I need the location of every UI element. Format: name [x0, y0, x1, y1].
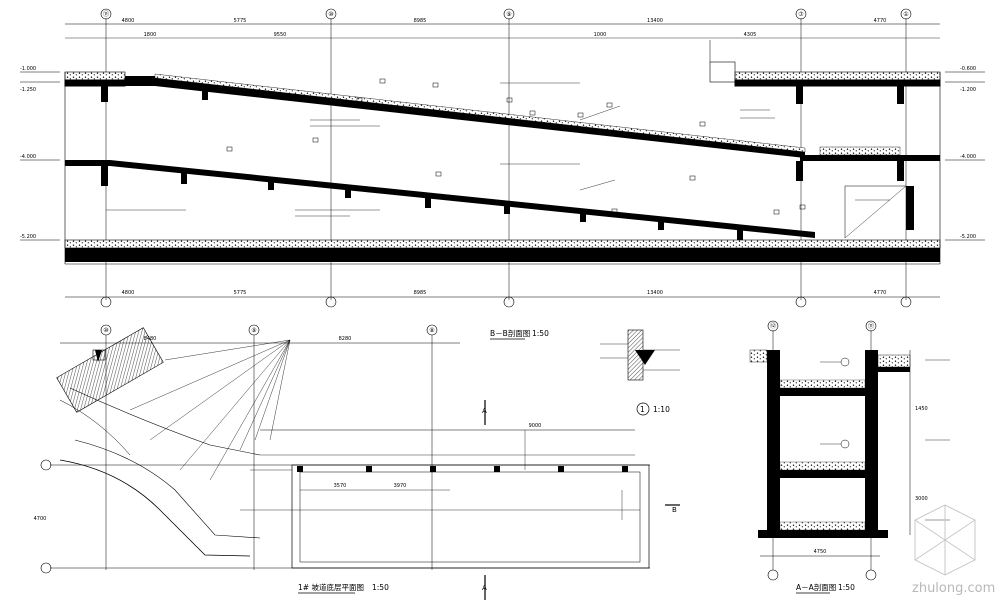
axis-label: ⑨ — [506, 11, 511, 18]
detail-1-title: 1 1:10 — [640, 405, 670, 414]
dimension-text: 8480 — [144, 336, 157, 342]
axis-label: ⑪ — [103, 10, 109, 18]
section-bb — [20, 8, 985, 308]
cut-mark-a: A — [482, 407, 487, 415]
axis-label: ⑧ — [429, 327, 434, 334]
dimension-text: 8985 — [414, 18, 427, 24]
level-label: -0.600 — [960, 66, 976, 72]
dimension-text: 13400 — [647, 290, 663, 296]
dimension-text: 4770 — [874, 18, 887, 24]
detail-1 — [600, 329, 680, 416]
detail-scale: 1:10 — [653, 405, 670, 414]
dimension-text: 4305 — [744, 32, 757, 38]
watermark-logo-icon — [914, 504, 976, 576]
detail-number: 1 — [640, 405, 645, 414]
level-label: -1.000 — [20, 66, 36, 72]
watermark: zhulong.com — [912, 504, 995, 596]
level-label: -4.000 — [20, 154, 36, 160]
dimension-text: 4750 — [814, 549, 827, 555]
dimension-text: 1000 — [594, 32, 607, 38]
dimension-text: 8985 — [414, 290, 427, 296]
section-bb-levels: -1.000 -1.250 -4.000 -5.200 -0.600 -1.20… — [20, 66, 976, 240]
level-label: -5.200 — [960, 234, 976, 240]
watermark-text: zhulong.com — [912, 581, 995, 596]
axis-label: ⑫ — [770, 322, 776, 330]
cut-mark-a-bottom: A — [482, 584, 487, 592]
plan-labels: ⑩ ⑨ ⑧ 8480 8280 3570 3970 9000 4700 A A … — [34, 327, 677, 592]
section-aa-labels: ⑫ ⑪ 4750 1450 3000 A－A剖面图 1:50 — [770, 322, 928, 594]
plan-view — [40, 324, 680, 600]
level-label: -1.250 — [20, 87, 36, 93]
plan-title: 1# 坡道底层平面图 1:50 — [298, 582, 389, 594]
dimension-text: 4800 — [122, 18, 135, 24]
dimension-text: 4700 — [34, 516, 47, 522]
plan-scale: 1:50 — [372, 583, 389, 592]
dimension-text: 3570 — [334, 483, 347, 489]
level-label: -5.200 — [20, 234, 36, 240]
axis-label: ⑩ — [103, 327, 108, 334]
section-bb-bottom-dims: 4800 5775 8985 13400 4770 — [122, 290, 887, 296]
section-aa — [749, 320, 950, 581]
section-bb-top-dims: 4800 5775 8985 13400 4770 1800 9550 1000… — [122, 18, 887, 38]
section-bb-title: B－B剖面图 1:50 — [490, 328, 549, 340]
dimension-text: 4800 — [122, 290, 135, 296]
dimension-text: 8280 — [339, 336, 352, 342]
dimension-text: 9550 — [274, 32, 287, 38]
dimension-text: 3000 — [915, 496, 928, 502]
dimension-text: 5775 — [234, 290, 247, 296]
section-aa-scale: 1:50 — [838, 583, 855, 592]
section-bb-scale: 1:50 — [532, 329, 549, 338]
dimension-text: 13400 — [647, 18, 663, 24]
dimension-text: 4770 — [874, 290, 887, 296]
dimension-text: 1450 — [915, 406, 928, 412]
plan-title-text: 1# 坡道底层平面图 — [298, 582, 364, 592]
level-label: -1.200 — [960, 87, 976, 93]
dimension-text: 9000 — [529, 423, 542, 429]
section-bb-axis-labels: ⑪ ⑩ ⑨ ⑦ ① — [103, 10, 909, 18]
axis-label: ⑩ — [328, 11, 333, 18]
axis-label: ① — [903, 11, 908, 18]
dimension-text: 1800 — [144, 32, 157, 38]
section-aa-title-text: A－A剖面图 — [796, 582, 836, 592]
section-bb-title-text: B－B剖面图 — [490, 328, 530, 338]
dimension-text: 3970 — [394, 483, 407, 489]
dimension-text: 5775 — [234, 18, 247, 24]
axis-label: ⑪ — [868, 322, 874, 330]
axis-label: ⑨ — [251, 327, 256, 334]
cut-mark-b: B — [672, 506, 677, 514]
axis-label: ⑦ — [798, 11, 804, 18]
level-label: -4.000 — [960, 154, 976, 160]
